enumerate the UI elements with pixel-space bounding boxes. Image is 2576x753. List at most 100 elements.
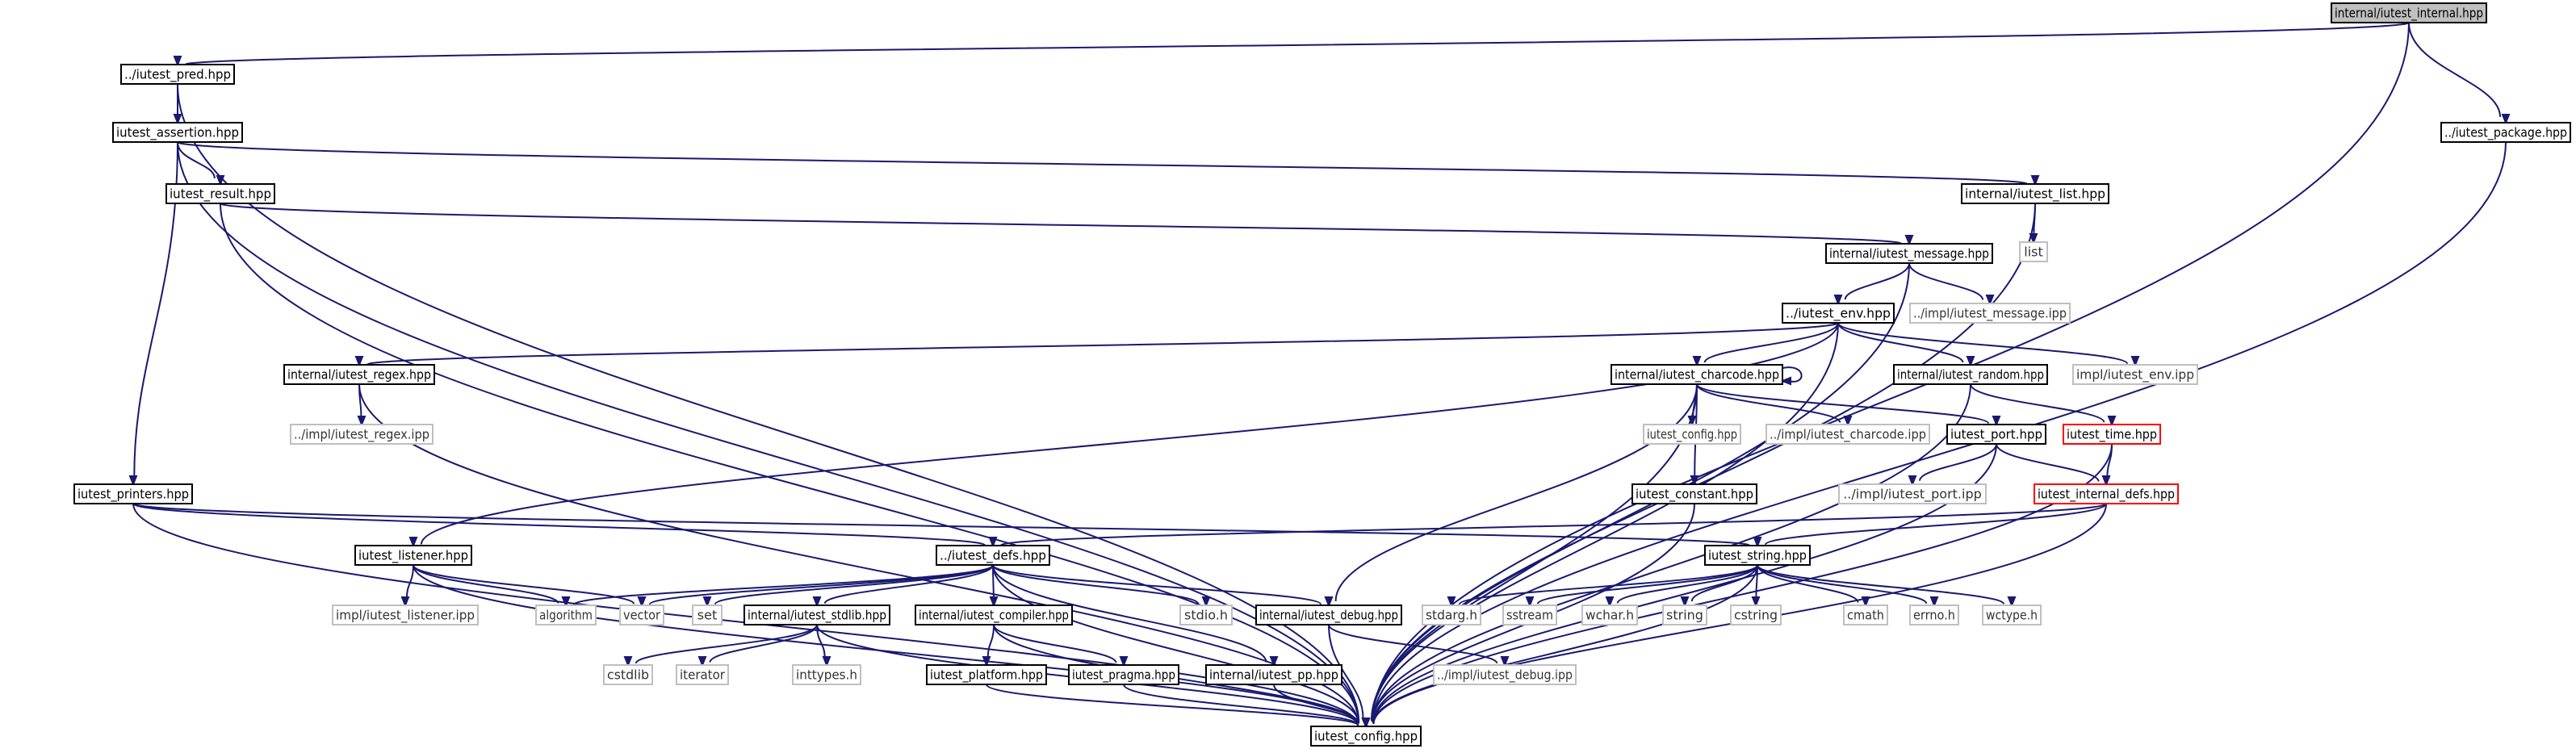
edge-line xyxy=(816,624,826,658)
node-label: wchar.h xyxy=(1585,608,1634,623)
node-iutest-internal-defs-hpp[interactable]: iutest_internal_defs.hpp xyxy=(2034,483,2179,504)
node-internal-iutest-random-hpp[interactable]: internal/iutest_random.hpp xyxy=(1893,364,2048,385)
node-label: internal/iutest_regex.hpp xyxy=(287,367,431,383)
node-internal-iutest-compiler-hpp[interactable]: internal/iutest_compiler.hpp xyxy=(915,604,1073,625)
node-label: iterator xyxy=(680,667,725,683)
node-label: iutest_listener.hpp xyxy=(358,548,468,564)
edge-line xyxy=(1690,564,1758,602)
edge-line xyxy=(1782,366,1803,383)
node-box xyxy=(1643,424,1741,445)
edge-line xyxy=(1703,322,1839,363)
node-label: ../impl/iutest_debug.ipp xyxy=(1437,667,1573,684)
edge-arrowhead xyxy=(354,356,364,367)
edge-internal-iutest-stdlib-hpp-to-iterator xyxy=(697,624,818,667)
edge-line xyxy=(1616,564,1758,604)
edge-line xyxy=(1328,624,1498,664)
node-iutest-config-hpp: iutest_config.hpp xyxy=(1643,424,1741,445)
node-box xyxy=(915,604,1073,625)
node-iutest-env-hpp[interactable]: ../iutest_env.hpp xyxy=(1782,303,1895,324)
node-box xyxy=(283,364,435,385)
node-label: iutest_config.hpp xyxy=(1314,729,1418,745)
node-internal-iutest-internal-hpp[interactable]: internal/iutest_internal.hpp xyxy=(2331,2,2487,23)
node-box xyxy=(2440,122,2571,143)
node-iutest-result-hpp[interactable]: iutest_result.hpp xyxy=(165,183,275,204)
edge-line xyxy=(1757,564,1928,604)
node-iutest-constant-hpp[interactable]: iutest_constant.hpp xyxy=(1631,483,1757,504)
node-label: iutest_time.hpp xyxy=(2067,427,2157,443)
edge-iutest-string-hpp-to-stdarg-h xyxy=(1447,564,1758,608)
edge-internal-iutest-message-hpp-to-iutest-env-hpp xyxy=(1833,262,1910,306)
node-label: set xyxy=(697,608,717,623)
edge-line xyxy=(2408,22,2502,117)
node-iutest-assertion-hpp[interactable]: iutest_assertion.hpp xyxy=(112,122,243,143)
node-iutest-time-hpp[interactable]: iutest_time.hpp xyxy=(2063,424,2161,445)
node-iutest-defs-hpp[interactable]: ../iutest_defs.hpp xyxy=(936,545,1050,566)
node-internal-iutest-charcode-hpp[interactable]: internal/iutest_charcode.hpp xyxy=(1611,364,1783,385)
node-label: ../iutest_pred.hpp xyxy=(124,67,231,83)
node-internal-iutest-regex-hpp[interactable]: internal/iutest_regex.hpp xyxy=(283,364,435,385)
node-internal-iutest-pp-hpp[interactable]: internal/iutest_pp.hpp xyxy=(1205,664,1342,685)
node-vector: vector xyxy=(619,604,664,625)
node-box xyxy=(1766,424,1930,445)
edge-internal-iutest-charcode-hpp-to-internal-iutest-charcode-hpp xyxy=(1780,366,1803,386)
node-label: string xyxy=(1666,608,1703,623)
node-box xyxy=(1068,664,1179,685)
edge-arrowhead xyxy=(1525,596,1535,608)
node-internal-iutest-message-hpp[interactable]: internal/iutest_message.hpp xyxy=(1825,243,1993,264)
edge-arrowhead xyxy=(173,56,182,67)
node-internal-iutest-list-hpp[interactable]: internal/iutest_list.hpp xyxy=(1961,183,2109,204)
node-box xyxy=(535,604,597,625)
node-iutest-pred-hpp[interactable]: ../iutest_pred.hpp xyxy=(120,64,235,85)
edge-line xyxy=(1757,564,1859,603)
edge-arrowhead xyxy=(988,537,998,548)
node-label: ../impl/iutest_port.ipp xyxy=(1843,487,1982,503)
node-box xyxy=(792,664,861,685)
edge-line xyxy=(1996,443,2100,482)
node-errno-h: errno.h xyxy=(1909,604,1959,625)
node-iutest-listener-hpp[interactable]: iutest_listener.hpp xyxy=(354,545,472,566)
edge-iutest-string-hpp-to-wchar-h xyxy=(1605,564,1758,608)
node-internal-iutest-debug-hpp[interactable]: internal/iutest_debug.hpp xyxy=(1255,604,1402,625)
node-label: iutest_config.hpp xyxy=(1647,427,1737,443)
edge-line xyxy=(714,564,994,605)
edge-iutest-result-hpp-to-internal-iutest-message-hpp xyxy=(220,203,1914,246)
edge-iutest-string-hpp-to-cmath xyxy=(1757,564,1870,608)
edge-arrowhead xyxy=(1908,475,1917,487)
node-impl-iutest-message-ipp: ../impl/iutest_message.ipp xyxy=(1909,303,2071,324)
node-box xyxy=(1433,664,1577,685)
edge-line xyxy=(1919,443,1997,482)
edge-internal-iutest-compiler-hpp-to-iutest-pragma-hpp xyxy=(993,624,1129,667)
node-iutest-pragma-hpp[interactable]: iutest_pragma.hpp xyxy=(1068,664,1179,685)
edge-line xyxy=(1370,383,1698,721)
node-label: internal/iutest_list.hpp xyxy=(1965,186,2105,203)
edge-line xyxy=(1844,262,1910,300)
node-box xyxy=(2063,424,2161,445)
edge-iutest-defs-hpp-to-stdio-h xyxy=(992,564,1211,608)
node-box xyxy=(2072,364,2198,385)
node-label: iutest_string.hpp xyxy=(1708,548,1807,564)
node-iutest-printers-hpp[interactable]: iutest_printers.hpp xyxy=(73,483,193,504)
edge-line xyxy=(1696,383,1990,425)
edge-iutest-defs-hpp-to-internal-iutest-stdlib-hpp xyxy=(812,564,994,608)
edge-arrowhead xyxy=(2101,475,2111,487)
edge-arrowhead xyxy=(1753,537,1762,548)
node-box xyxy=(1909,303,2071,324)
edge-line xyxy=(572,564,994,606)
node-box xyxy=(926,664,1047,685)
node-impl-iutest-debug-ipp: ../impl/iutest_debug.ipp xyxy=(1433,664,1577,685)
node-label: list xyxy=(2024,245,2043,260)
node-iutest-port-hpp[interactable]: iutest_port.hpp xyxy=(1946,424,2046,445)
node-iutest-package-hpp[interactable]: ../iutest_package.hpp xyxy=(2440,122,2571,143)
node-iutest-string-hpp[interactable]: iutest_string.hpp xyxy=(1704,545,1811,566)
edge-iutest-internal-defs-hpp-to-iutest-defs-hpp xyxy=(988,503,2107,548)
edge-line xyxy=(1536,564,1758,605)
node-iutest-config-hpp[interactable]: iutest_config.hpp xyxy=(1310,726,1422,747)
dependency-edges xyxy=(128,22,2511,729)
edge-line xyxy=(1837,322,1964,363)
node-internal-iutest-stdlib-hpp[interactable]: internal/iutest_stdlib.hpp xyxy=(743,604,890,625)
edge-line xyxy=(1328,624,1364,719)
node-box xyxy=(165,183,275,204)
edge-line xyxy=(823,564,994,604)
node-box xyxy=(112,122,243,143)
node-iutest-platform-hpp[interactable]: iutest_platform.hpp xyxy=(926,664,1047,685)
